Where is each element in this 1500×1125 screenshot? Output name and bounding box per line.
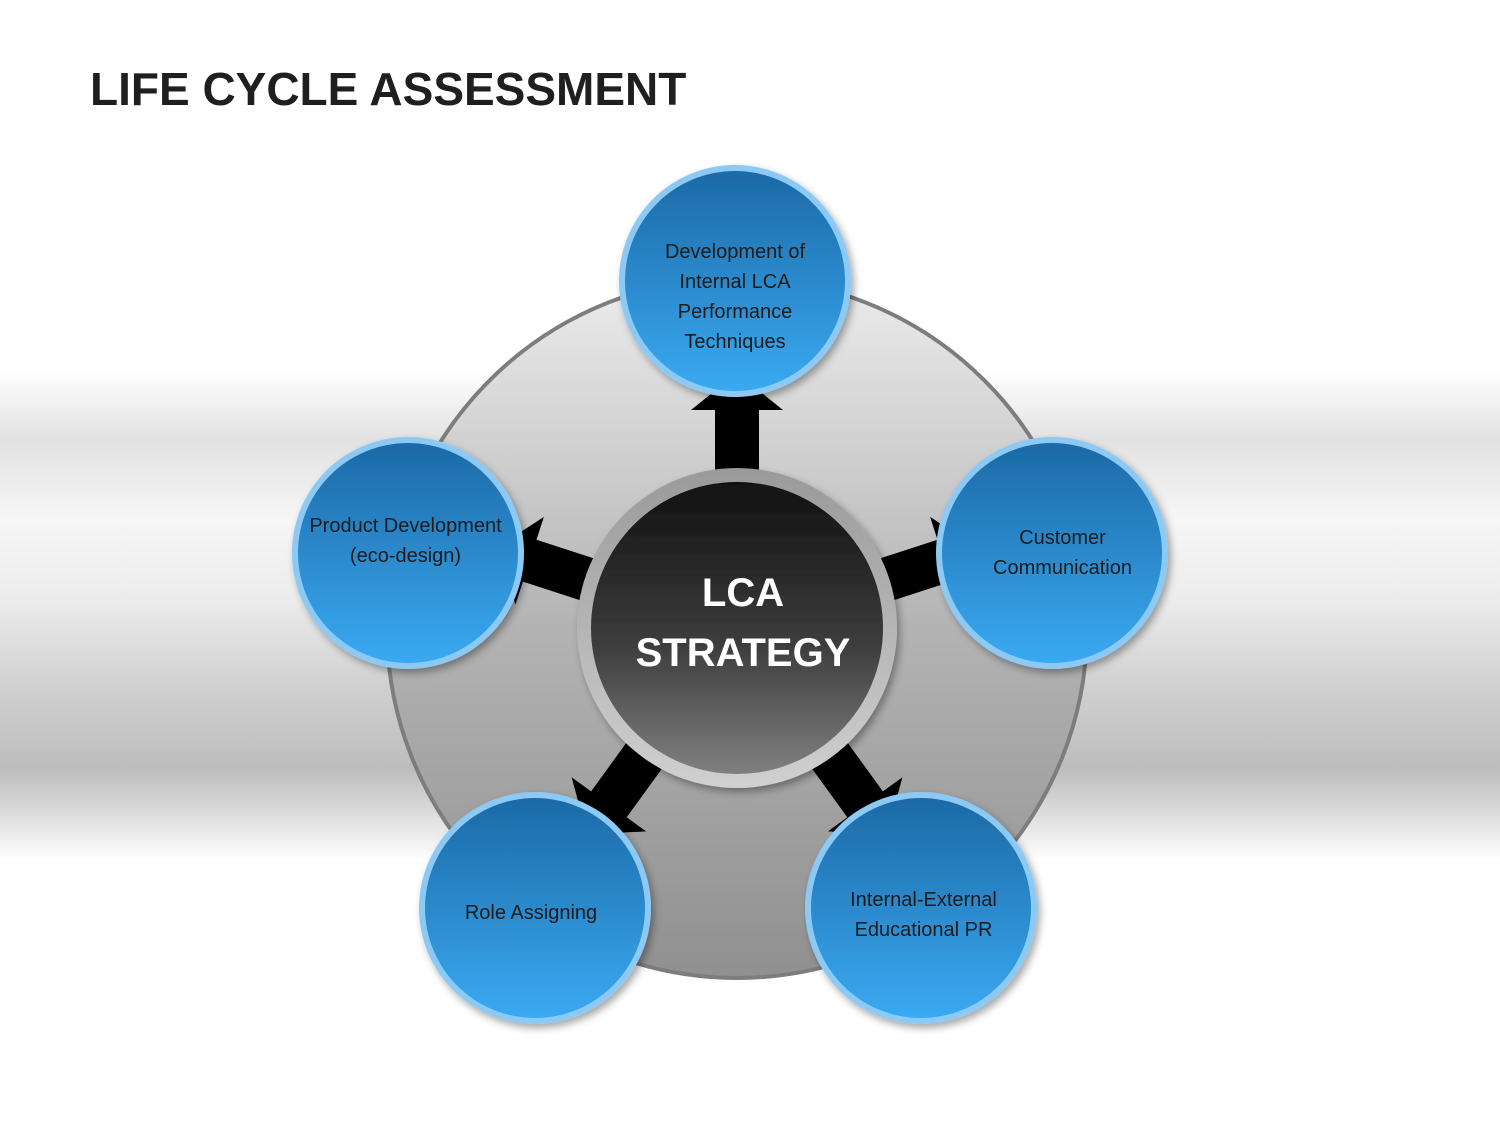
center-circle [591,482,883,774]
center-hub [577,468,897,788]
node-label-customer-communication: Customer Communication [993,527,1132,579]
center-label-line1: LCA [701,571,785,615]
slide-title: LIFE CYCLE ASSESSMENT [90,63,687,115]
node-left [292,437,524,669]
center-label-line2: STRATEGY [635,631,851,675]
arrow-up [691,373,783,478]
node-circle [942,443,1162,663]
node-right [936,437,1168,669]
node-label-performance-techniques: Development of Internal LCA Performance … [664,241,806,353]
node-bottom-right [805,792,1037,1024]
node-label-educational-pr: Internal-External Educational PR [850,889,997,941]
node-label-product-development: Product Development (eco-design) [309,515,502,567]
node-circle [811,798,1031,1018]
center-label: LCA STRATEGY [588,563,898,683]
node-circle [425,798,645,1018]
node-circle [298,443,518,663]
node-circle [625,171,845,391]
node-bottom-left [419,792,651,1024]
node-label-role-assigning: Role Assigning [464,902,598,924]
node-top [619,165,851,397]
